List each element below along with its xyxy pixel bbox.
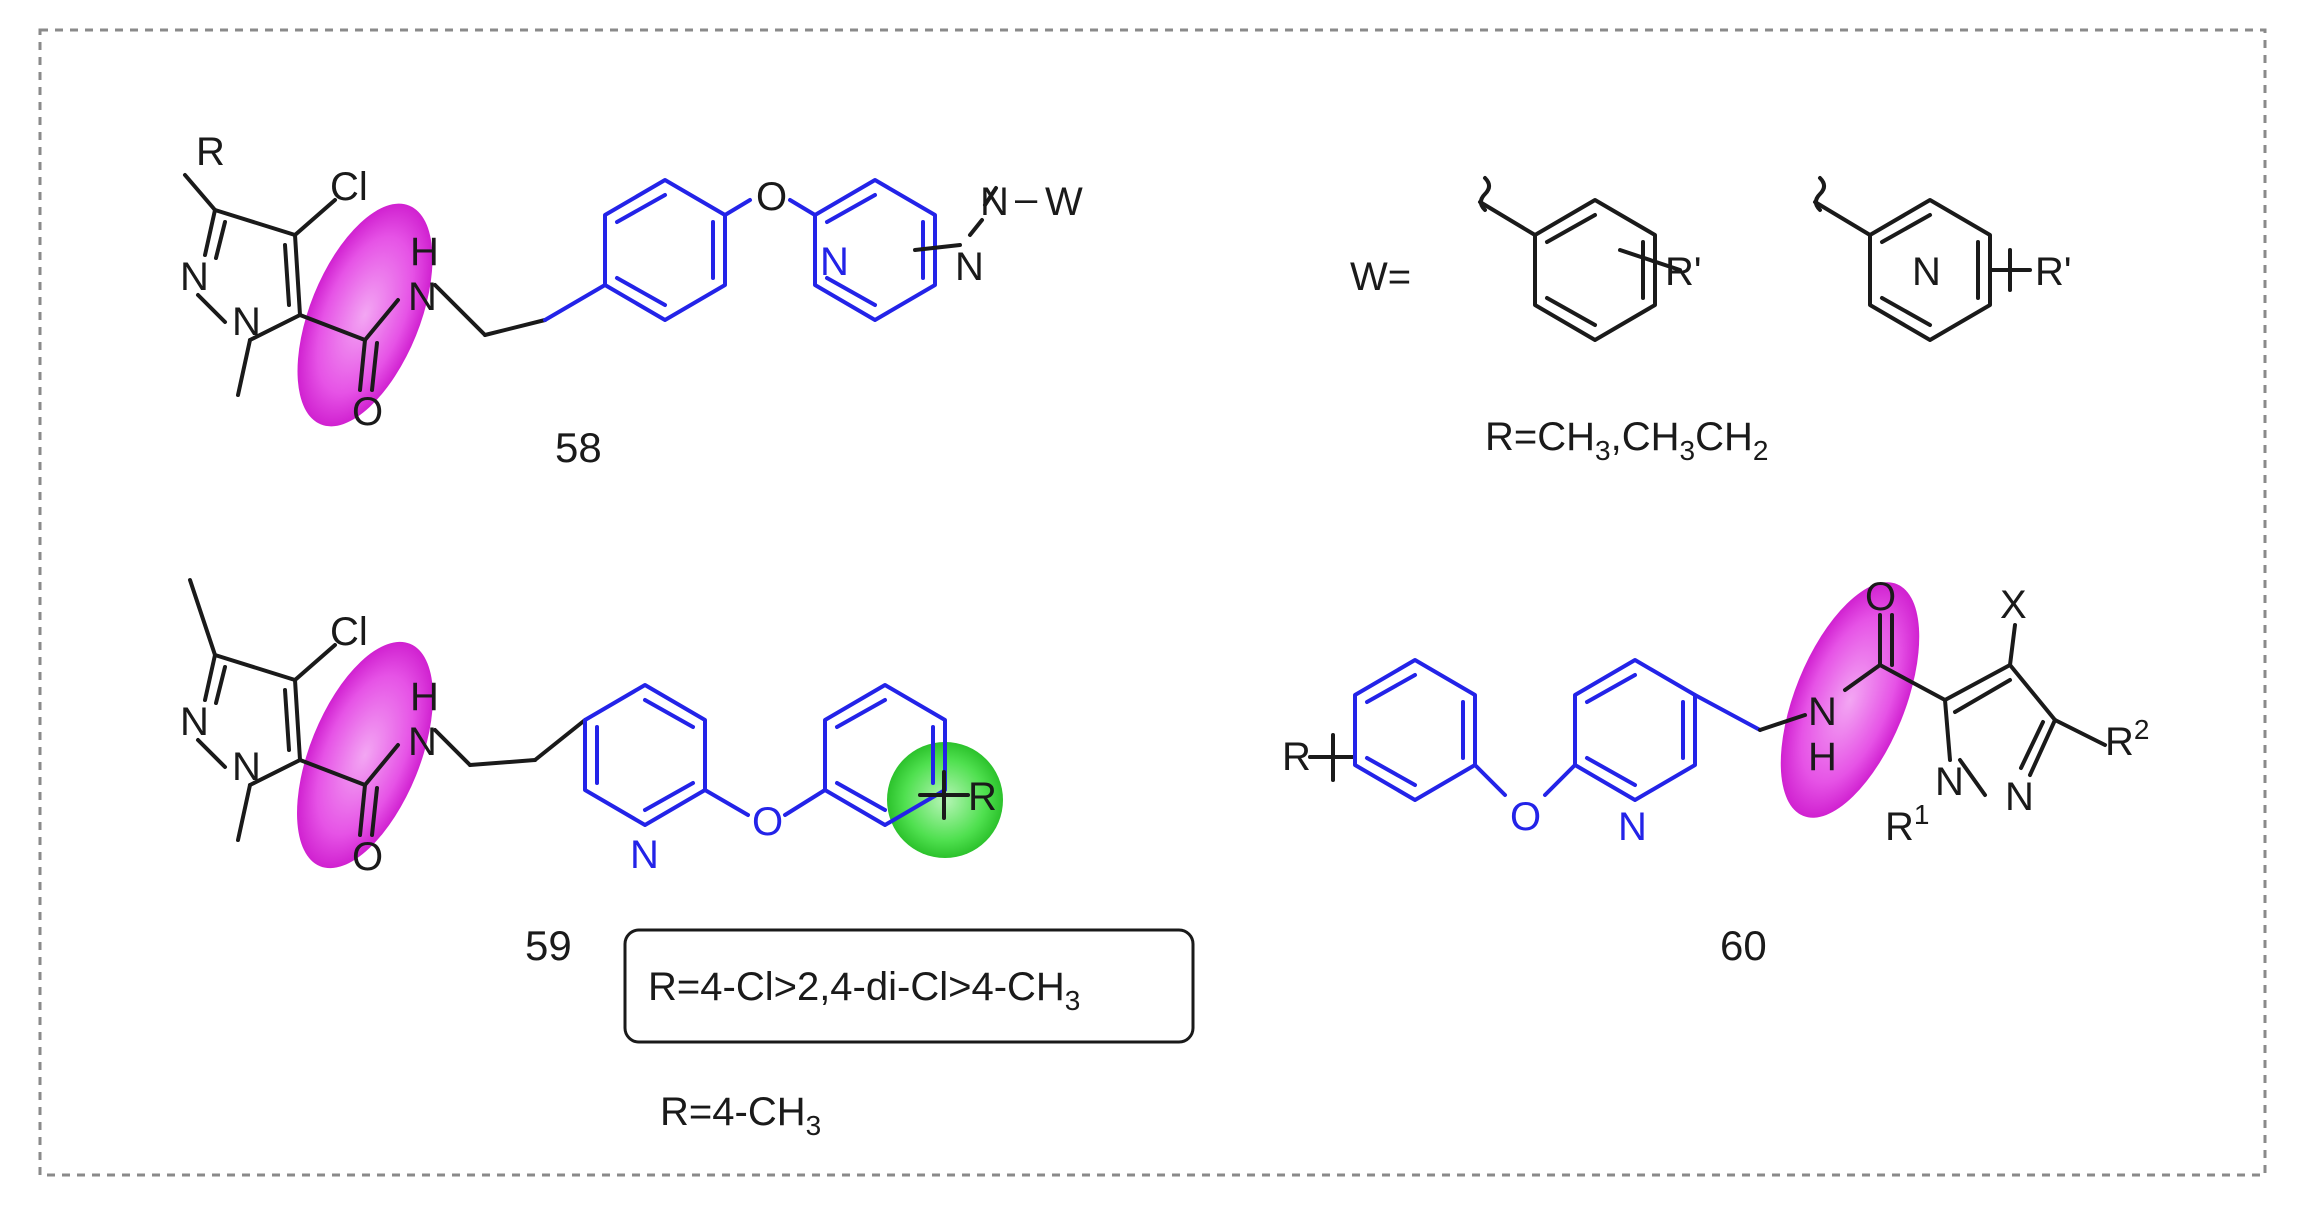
r2-label-60: R2 bbox=[2105, 714, 2149, 764]
r-note-59: R=4-CH3 bbox=[660, 1090, 821, 1141]
pyrazole-ring-59 bbox=[188, 578, 587, 842]
compound-59: Cl N N H N O N O R 59 R=4-Cl>2,4-di-C bbox=[180, 578, 1195, 1141]
compound-number-60: 60 bbox=[1720, 922, 1767, 969]
benzene-ring-58 bbox=[543, 178, 817, 322]
w-label-58: W bbox=[1045, 180, 1083, 224]
n-label-59a: N bbox=[180, 700, 209, 744]
x-label-60: X bbox=[2000, 583, 2027, 627]
n-label-58a: N bbox=[180, 255, 209, 299]
n-label-59b: N bbox=[232, 745, 261, 789]
n-pyridyl-label-w: N bbox=[1912, 250, 1941, 294]
n-pyridine-label-58: N bbox=[820, 240, 849, 284]
minus-label-58a: – bbox=[1015, 177, 1038, 221]
amide-highlight-58 bbox=[297, 203, 433, 427]
r-label-58: R bbox=[196, 130, 225, 174]
r1-label-60: R1 bbox=[1885, 799, 1929, 849]
o-carbonyl-label-60: O bbox=[1865, 575, 1896, 619]
r-label-59: R bbox=[968, 775, 997, 819]
phenyl-ring-59 bbox=[823, 683, 947, 827]
n-label-60b: N bbox=[2005, 775, 2034, 819]
amide-highlight-59 bbox=[297, 641, 433, 869]
o-ether-label-60: O bbox=[1510, 795, 1541, 839]
nh-n-label-58: N bbox=[408, 275, 437, 319]
h-label-58: H bbox=[410, 230, 439, 274]
o-ether-label-58: O bbox=[756, 175, 787, 219]
pyridine-ring-60 bbox=[1573, 658, 1762, 802]
compound-60: R O N O N H bbox=[1282, 575, 2149, 969]
h-label-59: H bbox=[410, 675, 439, 719]
activity-box-59 bbox=[623, 928, 1195, 1044]
n-azo-label-58a: N bbox=[955, 245, 984, 289]
n-label-60a: N bbox=[1935, 760, 1964, 804]
pyrazole-ring-58 bbox=[183, 173, 547, 397]
pyridine-ring-59 bbox=[583, 683, 827, 827]
compound-58: R Cl N N H N O O N N N – W 58 bbox=[180, 130, 1083, 471]
nh-n-label-59: N bbox=[408, 720, 437, 764]
r-prime-label-2: R' bbox=[2035, 250, 2072, 294]
r-definition: R=CH3,CH3CH2 bbox=[1485, 415, 1768, 466]
n-label-58b: N bbox=[232, 300, 261, 344]
w-definition: W= R' N R' R=CH3,CH3CH2 bbox=[1350, 176, 2072, 466]
amide-highlight-60 bbox=[1780, 582, 1920, 818]
n-azo-label-58b: N bbox=[980, 180, 1009, 224]
n-pyridine-label-60: N bbox=[1618, 805, 1647, 849]
h-label-60: H bbox=[1808, 735, 1837, 779]
dashed-frame bbox=[38, 28, 2267, 1177]
pyrazole-ring-60 bbox=[1943, 623, 2107, 797]
o-ether-label-59: O bbox=[752, 800, 783, 844]
r-label-60: R bbox=[1282, 735, 1311, 779]
o-carbonyl-label-59: O bbox=[352, 835, 383, 879]
o-carbonyl-label-58: O bbox=[352, 390, 383, 434]
cl-label-58: Cl bbox=[330, 165, 368, 209]
compound-number-58: 58 bbox=[555, 424, 602, 471]
phenyl-ring-60 bbox=[1353, 658, 1577, 802]
compound-number-59: 59 bbox=[525, 922, 572, 969]
w-prefix: W= bbox=[1350, 255, 1411, 299]
n-pyridine-label-59: N bbox=[630, 833, 659, 877]
activity-order-59: R=4-Cl>2,4-di-Cl>4-CH3 bbox=[648, 965, 1080, 1016]
cl-label-59: Cl bbox=[330, 610, 368, 654]
r-prime-label-1: R' bbox=[1665, 250, 1702, 294]
nh-n-label-60: N bbox=[1808, 690, 1837, 734]
